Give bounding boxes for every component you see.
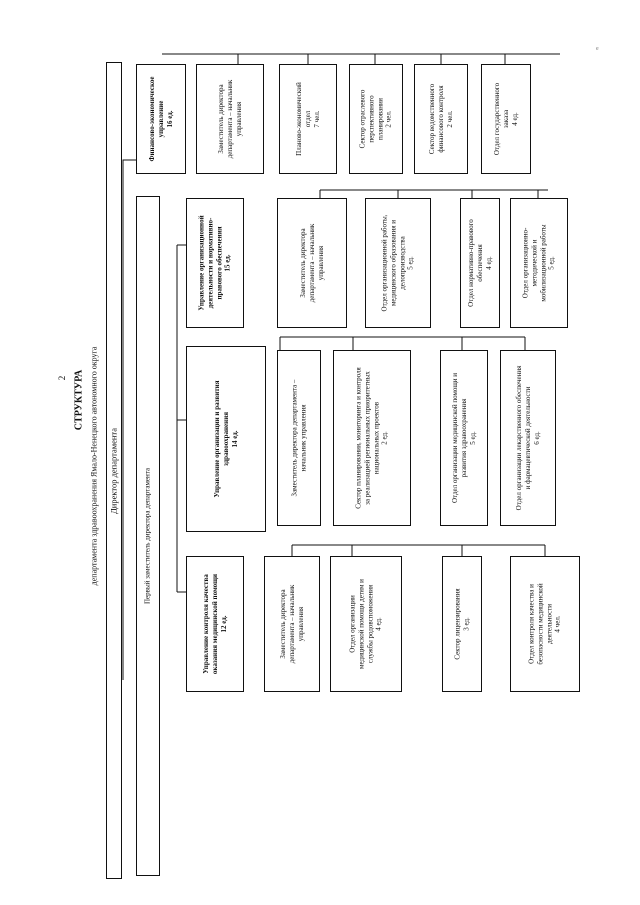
medical-care-dept-box: Отдел организации медицинской помощи и р…	[440, 350, 488, 526]
licensing-sector-label: Сектор лицензирования 3 ед.	[453, 588, 470, 660]
org-work-dept-label: Отдел организационной работы, медицинско…	[380, 214, 415, 312]
title: СТРУКТУРА	[73, 369, 85, 431]
quality-deputy-label: Заместитель директора департамента – нач…	[278, 584, 305, 664]
legal-deputy-label: Заместитель директора департамента – нач…	[298, 223, 325, 303]
legal-deputy-box: Заместитель директора департамента – нач…	[277, 198, 347, 328]
sector-financial-control-box: Сектор ведомственного финансового контро…	[414, 64, 468, 174]
planning-econ-dept-label: Планово-экономический отдел 7 чел.	[294, 82, 321, 156]
normative-legal-dept-label: Отдел нормативно-правового обеспечения 4…	[466, 219, 493, 307]
legal-mgmt-label: Управление организационной деятельности …	[197, 215, 232, 311]
licensing-sector-box: Сектор лицензирования 3 ед.	[442, 556, 482, 692]
legal-mgmt-box: Управление организационной деятельности …	[186, 198, 244, 328]
quality-safety-dept-box: Отдел контроля качества и безопасности м…	[510, 556, 580, 692]
mobilization-dept-box: Отдел организационно- методической и моб…	[510, 198, 568, 328]
finance-deputy-label: Заместитель директора департамента – нач…	[216, 79, 243, 159]
first-deputy-box: Первый заместитель директора департамент…	[136, 196, 160, 876]
state-order-dept-box: Отдел государственного заказа 4 ед.	[481, 64, 531, 174]
development-mgmt-box: Управление организации и развития здраво…	[186, 346, 266, 532]
subtitle: департамента здравоохранения Ямало-Ненец…	[89, 346, 99, 586]
page-number: 2	[57, 375, 67, 381]
pharma-dept-label: Отдел организации лекарственного обеспеч…	[514, 365, 541, 511]
director-label: Директор департамента	[108, 427, 119, 514]
mobilization-dept-label: Отдел организационно- методической и моб…	[521, 224, 556, 302]
child-care-dept-label: Отдел организации медицинской помощи дет…	[348, 579, 383, 669]
page-corner-mark: е	[596, 46, 599, 52]
development-deputy-box: Заместитель директора департамента – нач…	[277, 350, 321, 526]
sector-financial-control-label: Сектор ведомственного финансового контро…	[427, 83, 454, 155]
state-order-dept-label: Отдел государственного заказа 4 ед.	[492, 82, 519, 156]
pharma-dept-box: Отдел организации лекарственного обеспеч…	[500, 350, 556, 526]
medical-care-dept-label: Отдел организации медицинской помощи и р…	[450, 372, 477, 504]
quality-mgmt-box: Управление контроля качества оказания ме…	[186, 556, 244, 692]
development-mgmt-label: Управление организации и развития здраво…	[212, 380, 239, 498]
org-work-dept-box: Отдел организационной работы, медицинско…	[365, 198, 431, 328]
normative-legal-dept-box: Отдел нормативно-правового обеспечения 4…	[460, 198, 500, 328]
sector-national-projects-label: Сектор планирования, мониторинга и контр…	[354, 367, 389, 509]
quality-safety-dept-label: Отдел контроля качества и безопасности м…	[527, 583, 562, 665]
development-deputy-label: Заместитель директора департамента – нач…	[290, 379, 307, 497]
child-care-dept-box: Отдел организации медицинской помощи дет…	[330, 556, 402, 692]
quality-mgmt-label: Управление контроля качества оказания ме…	[201, 573, 228, 675]
quality-deputy-box: Заместитель директора департамента – нач…	[264, 556, 320, 692]
sector-perspective-planning-label: Сектор отраслевого перспективного планир…	[358, 89, 393, 149]
planning-econ-dept-box: Планово-экономический отдел 7 чел.	[279, 64, 337, 174]
first-deputy-label: Первый заместитель директора департамент…	[143, 467, 152, 605]
sector-national-projects-box: Сектор планирования, мониторинга и контр…	[333, 350, 411, 526]
finance-dept-label: Финансово-экономическое управление 16 ед…	[147, 76, 174, 162]
director-box: Директор департамента	[106, 62, 122, 879]
finance-deputy-box: Заместитель директора департамента – нач…	[196, 64, 264, 174]
sector-perspective-planning-box: Сектор отраслевого перспективного планир…	[349, 64, 403, 174]
finance-dept-box: Финансово-экономическое управление 16 ед…	[136, 64, 186, 174]
